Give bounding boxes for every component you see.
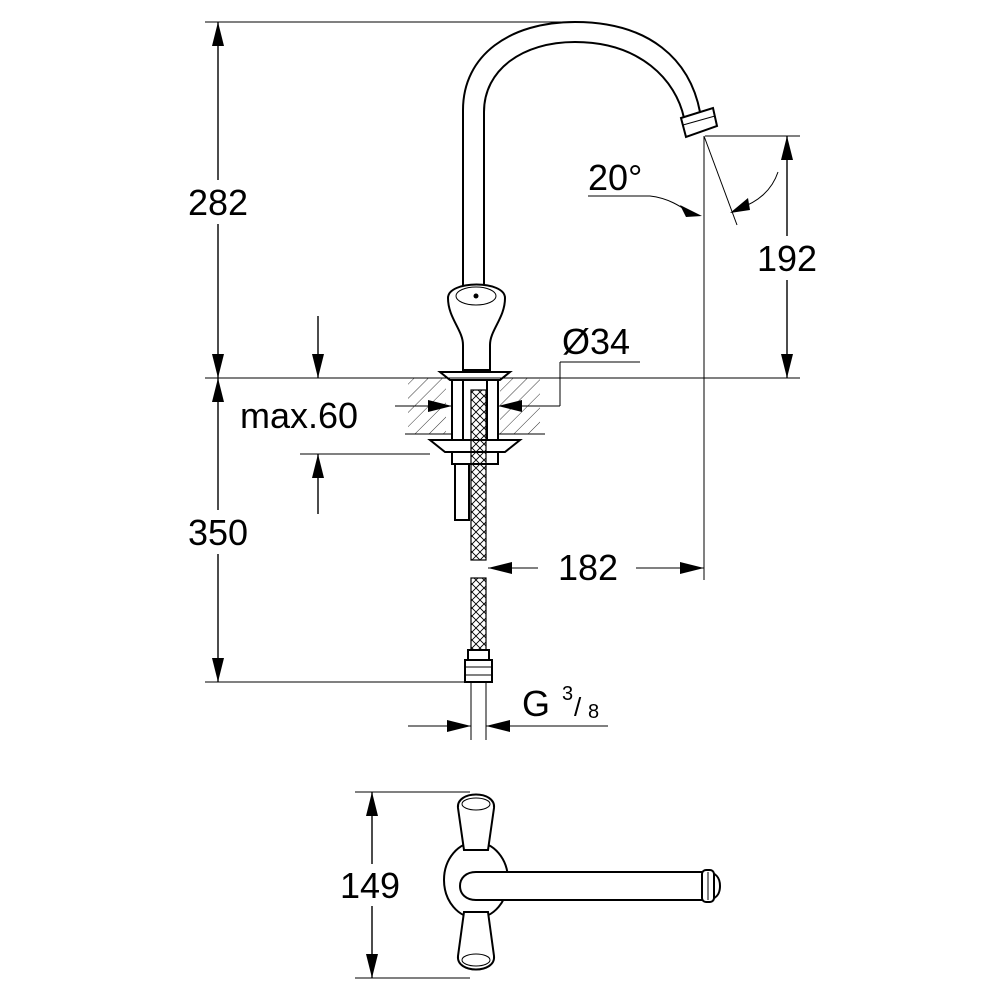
- top-view-width-label: 149: [340, 865, 400, 906]
- dimension-max-thickness: max.60: [240, 316, 430, 514]
- thread-prefix-label: G: [522, 683, 550, 724]
- dimension-hole-diameter: Ø34: [395, 321, 640, 412]
- dimension-connection-thread: G 3 / 8: [408, 683, 608, 732]
- thread-fraction-slash: /: [574, 692, 582, 722]
- dimension-overall-height: 282: [178, 21, 580, 378]
- spout-angle-label: 20°: [588, 157, 642, 198]
- front-view: 282 192 20°: [178, 20, 826, 740]
- hose-length-label: 350: [188, 512, 248, 553]
- mixer-body: [437, 283, 513, 381]
- spout-height-label: 192: [757, 238, 817, 279]
- spout-reach-label: 182: [558, 547, 618, 588]
- top-view: 149: [330, 791, 722, 979]
- thread-denominator-label: 8: [588, 701, 599, 723]
- dimension-hose-length: 350: [178, 378, 470, 683]
- dimension-spout-reach: 182: [488, 547, 704, 588]
- dimension-spout-angle: 20°: [588, 135, 779, 580]
- thread-numerator-label: 3: [562, 683, 573, 705]
- overall-height-label: 282: [188, 182, 248, 223]
- dimension-spout-height: 192: [705, 135, 826, 378]
- max-thickness-label: max.60: [240, 395, 358, 436]
- hole-diameter-label: Ø34: [562, 321, 630, 362]
- dimension-top-view-width: 149: [330, 791, 470, 979]
- spout: [462, 20, 719, 289]
- flexible-hose: [464, 389, 493, 740]
